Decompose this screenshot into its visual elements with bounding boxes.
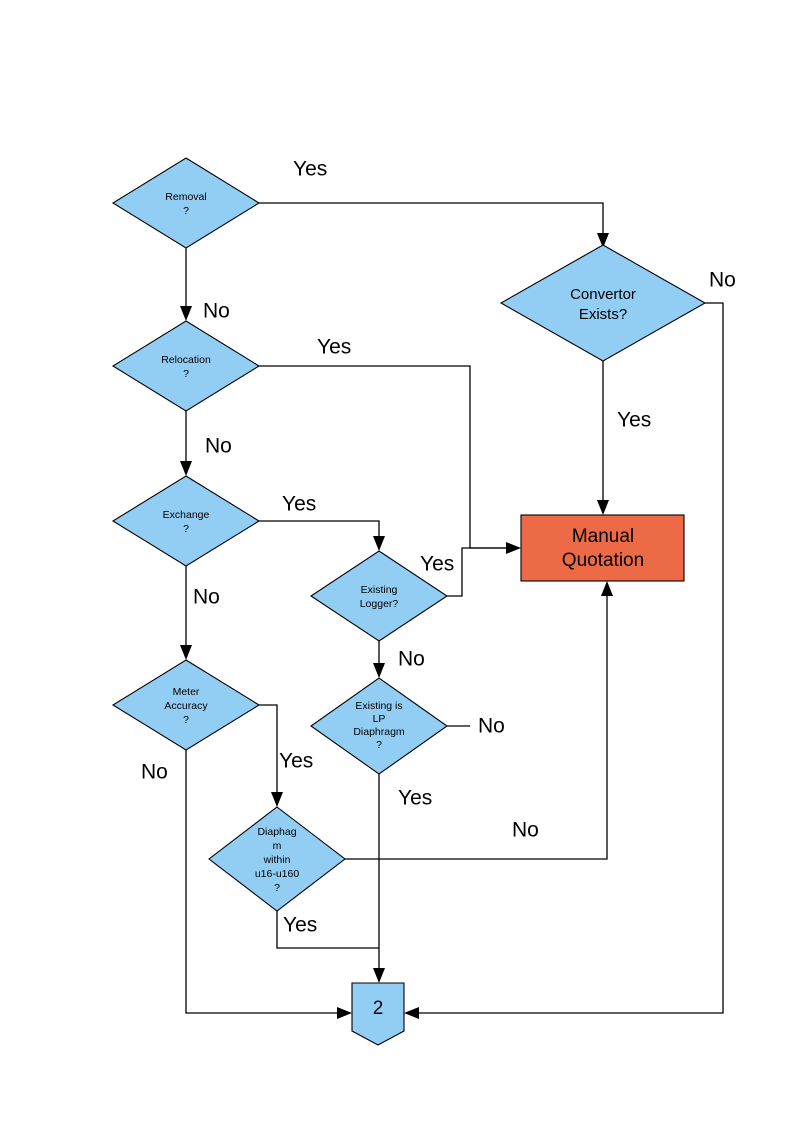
node-removal-line-0: Removal [165, 191, 206, 203]
arrow-head-icon [337, 1007, 352, 1019]
edge-label-meter-accuracy-no: No [141, 761, 168, 784]
node-meter-accuracy-line-0: Meter [173, 686, 200, 698]
node-existing-lp-diaphragm-line-1: LP [373, 713, 386, 725]
node-relocation-line-1: ? [183, 368, 189, 380]
edge-convertor-no [404, 302, 724, 1019]
node-meter-accuracy[interactable]: Meter Accuracy ? [111, 659, 261, 751]
edge-meter-accuracy-no [185, 750, 352, 1019]
edge-diaphagm-range-no [345, 581, 613, 860]
node-existing-lp-diaphragm-line-2: Diaphragm [353, 726, 405, 738]
edge-label-relocation-yes: Yes [317, 336, 351, 359]
arrow-head-icon [180, 461, 192, 476]
edge-relocation-yes [259, 365, 521, 554]
edge-removal-no [180, 248, 192, 321]
edge-label-relocation-no: No [205, 435, 232, 458]
arrow-head-icon [180, 306, 192, 321]
edge-label-meter-accuracy-yes: Yes [279, 750, 313, 773]
edge-logger-yes [447, 547, 509, 597]
arrow-head-icon [506, 542, 521, 554]
node-meter-accuracy-line-2: ? [183, 714, 189, 726]
edge-label-convertor-yes: Yes [617, 409, 651, 432]
node-relocation[interactable]: Relocation ? [111, 320, 261, 412]
edge-label-exchange-no: No [193, 586, 220, 609]
node-diaphagm-range-line-1: m [273, 840, 282, 852]
edge-label-lp-diaphragm-yes: Yes [398, 787, 432, 810]
edge-exchange-no [180, 566, 192, 660]
node-meter-accuracy-line-1: Accuracy [164, 700, 208, 712]
arrow-head-icon [373, 536, 385, 551]
arrow-head-icon [597, 500, 609, 515]
node-exchange[interactable]: Exchange ? [111, 475, 261, 567]
edge-convertor-yes [597, 361, 609, 515]
node-off-page-connector-2[interactable]: 2 [351, 982, 405, 1046]
edge-diaphagm-range-yes [276, 911, 379, 949]
edge-label-diaphagm-range-no: No [512, 819, 539, 842]
node-relocation-line-0: Relocation [161, 354, 211, 366]
node-existing-lp-diaphragm-line-3: ? [376, 739, 382, 751]
edge-removal-yes [259, 202, 609, 248]
node-existing-logger-line-1: Logger? [360, 598, 399, 610]
node-diaphagm-range[interactable]: Diaphag m within u16-u160 ? [208, 806, 346, 912]
node-diaphagm-range-line-2: within [263, 854, 291, 866]
edge-relocation-no [180, 411, 192, 476]
edge-label-removal-yes: Yes [293, 158, 327, 181]
node-off-page-connector-2-label: 2 [373, 998, 384, 1019]
edge-label-logger-no: No [398, 648, 425, 671]
arrow-head-icon [601, 581, 613, 596]
edge-logger-no [373, 641, 385, 678]
node-manual-quotation-line-0: Manual [572, 526, 634, 547]
arrow-head-icon [373, 968, 385, 983]
edge-label-logger-yes: Yes [420, 553, 454, 576]
node-manual-quotation[interactable]: Manual Quotation [520, 514, 685, 582]
arrow-head-icon [180, 645, 192, 660]
node-exchange-line-0: Exchange [163, 509, 210, 521]
arrow-head-icon [404, 1007, 419, 1019]
node-convertor-exists-line-1: Exists? [579, 306, 627, 323]
node-existing-logger[interactable]: Existing Logger? [310, 550, 448, 642]
node-removal[interactable]: Removal ? [111, 157, 261, 249]
arrow-head-icon [271, 792, 283, 807]
edge-label-convertor-no: No [709, 269, 736, 292]
edge-label-lp-diaphragm-no: No [478, 715, 505, 738]
node-existing-logger-line-0: Existing [361, 584, 398, 596]
edge-exchange-yes [259, 520, 385, 551]
edge-label-diaphagm-range-yes: Yes [283, 914, 317, 937]
node-manual-quotation-line-1: Quotation [562, 550, 644, 571]
edge-meter-accuracy-yes [259, 704, 283, 807]
arrow-head-icon [373, 663, 385, 678]
node-diaphagm-range-line-4: ? [274, 882, 280, 894]
node-existing-lp-diaphragm[interactable]: Existing is LP Diaphragm ? [310, 677, 448, 775]
node-diaphagm-range-line-0: Diaphag [257, 826, 296, 838]
node-removal-line-1: ? [183, 205, 189, 217]
edge-label-removal-no: No [203, 300, 230, 323]
node-existing-lp-diaphragm-line-0: Existing is [355, 700, 402, 712]
node-convertor-exists-line-0: Convertor [570, 286, 636, 303]
node-convertor-exists[interactable]: Convertor Exists? [499, 244, 707, 362]
edge-label-exchange-yes: Yes [282, 493, 316, 516]
node-diaphagm-range-line-3: u16-u160 [255, 868, 300, 880]
edge-lp-diaphragm-yes [373, 774, 385, 983]
arrow-head-icon [597, 233, 609, 248]
node-exchange-line-1: ? [183, 523, 189, 535]
